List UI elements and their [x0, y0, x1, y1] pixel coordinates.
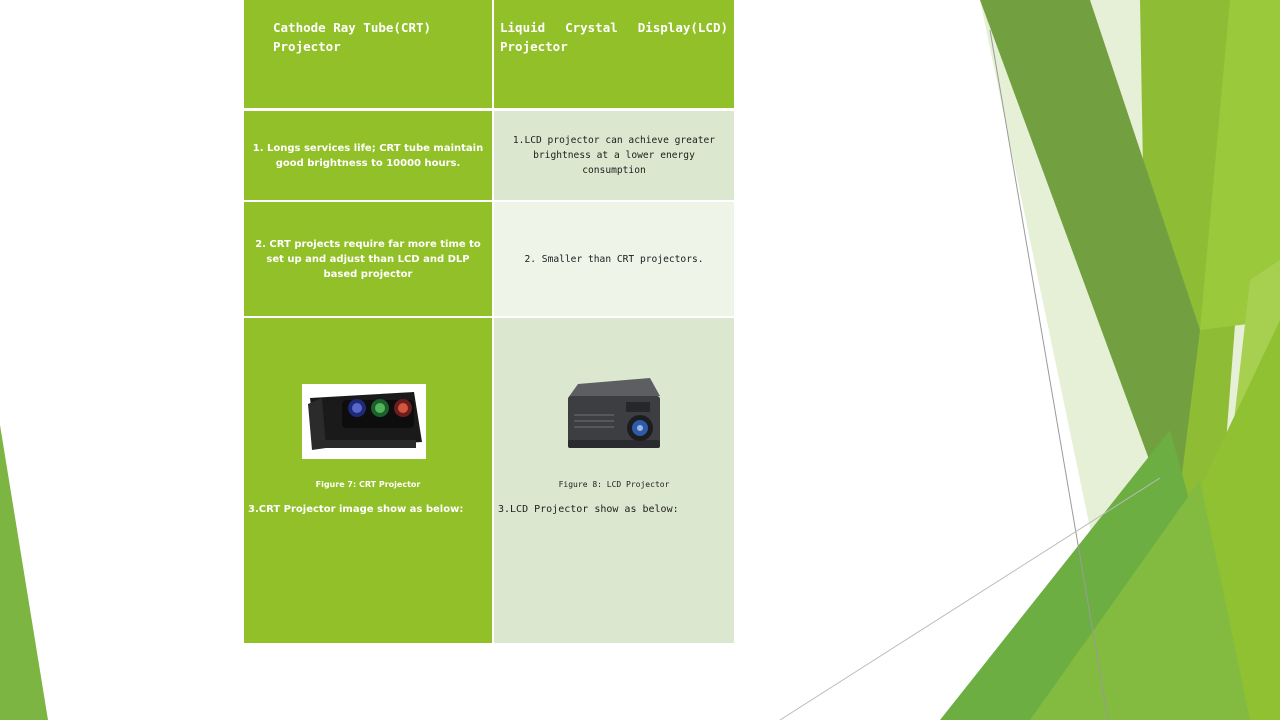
lcd-projector-image — [568, 378, 660, 448]
row3-crt: Figure 7: CRT Projector 3.CRT Projector … — [244, 318, 492, 643]
row2-lcd: 2. Smaller than CRT projectors. — [494, 202, 734, 316]
header-lcd: Liquid Crystal Display(LCD) Projector — [494, 0, 734, 108]
header-lcd-word-3: Display(LCD) — [637, 20, 728, 35]
lcd-figure-note: 3.LCD Projector show as below: — [498, 504, 679, 515]
row2-crt: 2. CRT projects require far more time to… — [244, 202, 492, 316]
row1-crt-text: 1. Longs services life; CRT tube maintai… — [252, 142, 484, 169]
header-lcd-word-4: Projector — [500, 39, 568, 54]
header-lcd-word-2: Crystal — [565, 20, 618, 35]
header-lcd-word-1: Liquid — [500, 20, 546, 35]
row2-lcd-text: 2. Smaller than CRT projectors. — [524, 253, 704, 265]
row1-crt: 1. Longs services life; CRT tube maintai… — [244, 111, 492, 200]
row3-lcd: Figure 8: LCD Projector 3.LCD Projector … — [494, 318, 734, 643]
row1-lcd-text: 1.LCD projector can achieve greater brig… — [512, 135, 716, 176]
header-crt-text: Cathode Ray Tube(CRT) Projector — [273, 20, 432, 54]
lcd-figure-caption: Figure 8: LCD Projector — [558, 480, 670, 489]
comparison-table: Cathode Ray Tube(CRT) Projector Liquid C… — [244, 0, 734, 643]
row1-lcd: 1.LCD projector can achieve greater brig… — [494, 111, 734, 200]
crt-figure-note: 3.CRT Projector image show as below: — [248, 504, 464, 515]
crt-figure-caption: Figure 7: CRT Projector — [315, 480, 421, 489]
crt-projector-image — [302, 384, 426, 459]
row2-crt-text: 2. CRT projects require far more time to… — [255, 238, 481, 280]
header-crt: Cathode Ray Tube(CRT) Projector — [244, 0, 492, 108]
